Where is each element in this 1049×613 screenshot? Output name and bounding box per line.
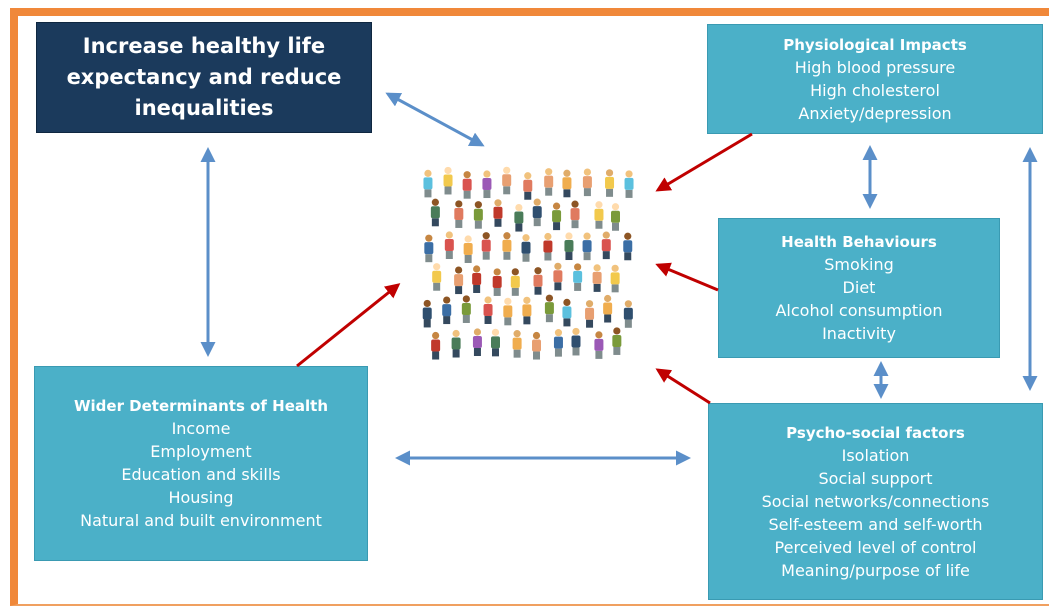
wider-item: Education and skills [121,465,281,484]
arrow-wider-to-center [296,283,401,368]
wider-determinants-title: Wider Determinants of Health [73,397,329,415]
wider-item: Housing [168,488,234,507]
arrow-physio-to-center [655,132,753,192]
wider-determinants-box: Wider Determinants of Health Income Empl… [34,366,368,561]
physiological-item: High blood pressure [794,57,956,77]
behaviour-item: Diet [842,278,876,297]
arrow-psycho-to-center [655,368,711,405]
orange-frame [10,8,1049,606]
psycho-item: Isolation [841,445,910,465]
psycho-social-box: Psycho-social factors Isolation Social s… [708,403,1043,600]
health-behaviours-box: Health Behaviours Smoking Diet Alcohol c… [718,218,1000,358]
psycho-social-title: Psycho-social factors [786,423,965,442]
psycho-item: Social support [818,468,933,488]
psycho-item: Perceived level of control [774,537,977,557]
psycho-item: Meaning/purpose of life [781,560,970,580]
arrow-goal-center [385,92,485,147]
physiological-impacts-box: Physiological Impacts High blood pressur… [707,24,1043,134]
health-behaviours-title: Health Behaviours [781,233,937,251]
psycho-item: Social networks/connections [761,491,990,511]
wider-item: Natural and built environment [80,511,322,530]
behaviour-item: Alcohol consumption [775,301,943,320]
goal-title: Increase healthy life expectancy and red… [66,34,342,120]
psycho-item: Self-esteem and self-worth [768,514,983,534]
arrow-behaviours-to-center [655,262,719,292]
wider-item: Employment [150,442,252,461]
physiological-item: Anxiety/depression [798,103,952,123]
crowd-of-people-icon [418,165,640,361]
behaviour-item: Inactivity [822,324,896,343]
physiological-impacts-title: Physiological Impacts [783,35,967,54]
goal-box: Increase healthy life expectancy and red… [36,22,372,133]
behaviour-item: Smoking [824,255,894,274]
wider-item: Income [171,419,231,438]
physiological-item: High cholesterol [810,80,940,100]
